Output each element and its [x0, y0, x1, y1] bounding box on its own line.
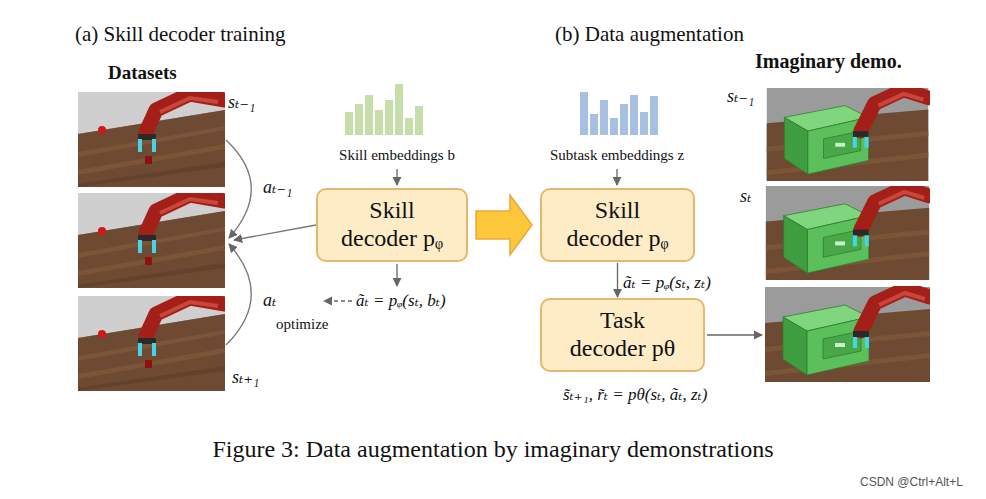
output-arrow — [396, 264, 397, 286]
text-group: Task decoder pθ — [562, 307, 684, 362]
text-group: Skill decoder pᵩ — [331, 197, 453, 252]
dataset-frame — [78, 193, 225, 288]
text-group: Skill decoder pᵩ — [557, 197, 679, 252]
state-label: sₜ₊₁ — [232, 367, 259, 388]
optimize-arrow — [324, 300, 352, 301]
decoder-box: Task decoder pθ — [540, 298, 705, 372]
column-heading: Imaginary demo. — [755, 50, 902, 73]
decoder-box: Skill decoder pᵩ — [316, 188, 468, 262]
dataset-frame — [78, 92, 225, 187]
panel-title: (a) Skill decoder training — [75, 22, 286, 46]
output-arrow — [707, 334, 762, 335]
state-label: sₜ — [740, 186, 751, 207]
input-arrow — [616, 169, 617, 185]
dataset-frame — [78, 296, 225, 391]
column-heading: Datasets — [108, 62, 177, 84]
action-label: aₜ — [263, 290, 276, 311]
imaginary-frame — [766, 186, 929, 280]
state-label: sₜ₋₁ — [228, 92, 255, 113]
input-arrow — [396, 169, 397, 185]
flow-arrow — [617, 263, 618, 297]
box-text: Skill decoder pᵩ — [557, 197, 679, 252]
formula: ãₜ = pᵩ(sₜ, zₜ) — [623, 273, 711, 293]
link-line — [234, 225, 316, 240]
imaginary-frame — [767, 88, 929, 181]
skill-histogram — [345, 84, 423, 135]
transition-arrow — [476, 195, 532, 255]
embedding-label: Subtask embeddings z — [550, 147, 684, 164]
watermark: CSDN @Ctrl+Alt+L — [860, 476, 963, 490]
subtask-histogram — [580, 92, 658, 135]
decoder-box: Skill decoder pᵩ — [540, 188, 695, 262]
formula: ãₜ = pᵩ(sₜ, bₜ) — [356, 291, 446, 311]
box-text: Task decoder pθ — [562, 307, 684, 362]
action-label: aₜ₋₁ — [263, 177, 292, 198]
box-text: Skill decoder pᵩ — [331, 197, 453, 252]
figure-caption: Figure 3: Data augmentation by imaginary… — [212, 436, 773, 464]
embedding-label: Skill embeddings b — [339, 147, 455, 164]
imaginary-frame — [765, 287, 930, 382]
state-label: sₜ₋₁ — [727, 86, 754, 107]
panel-title: (b) Data augmentation — [555, 22, 744, 46]
formula: s̃ₜ₊₁, r̃ₜ = pθ(sₜ, ãₜ, zₜ) — [563, 385, 707, 405]
transition-arc — [226, 244, 251, 345]
note-text: optimize — [276, 316, 329, 333]
transition-arc — [226, 140, 251, 238]
